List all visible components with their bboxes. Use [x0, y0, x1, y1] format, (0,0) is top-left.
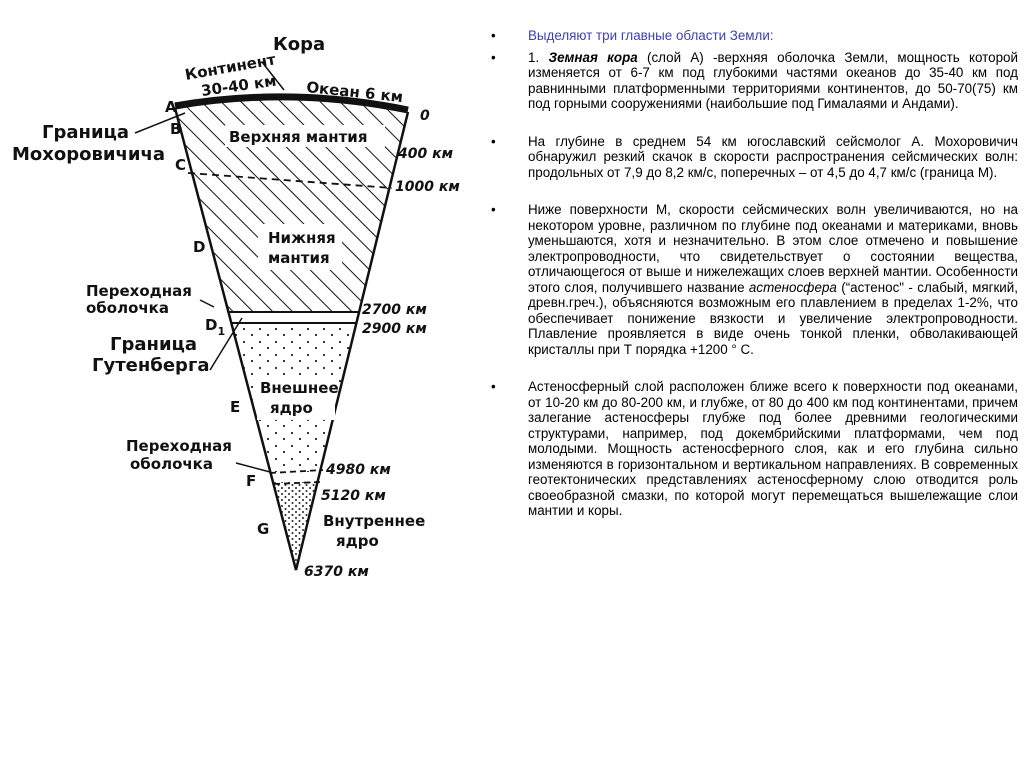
- letter-g: G: [257, 520, 269, 538]
- gutenberg-label-line2: Гутенберга: [92, 355, 210, 376]
- lower-mantle-label-line1: Нижняя: [268, 229, 336, 247]
- bullet-mohorovicic: • На глубине в среднем 54 км югославский…: [478, 134, 1018, 181]
- bullet-asthenosphere-layer: • Астеносферный слой расположен ближе вс…: [478, 379, 1018, 519]
- asthenosphere-text-part2: (“астенос" - слабый, мягкий, древн.греч.…: [528, 279, 1018, 357]
- earth-structure-diagram: Кора Континент 30-40 км Океан 6 км A B C…: [12, 34, 460, 580]
- upper-mantle-label-bg: [225, 125, 385, 147]
- depth-2700: 2700 км: [362, 302, 427, 318]
- transition-shell-1-line2: оболочка: [86, 299, 169, 317]
- crust-leader-line: [261, 61, 285, 91]
- mohorovicic-text: На глубине в среднем 54 км югославский с…: [528, 133, 1018, 180]
- inner-core-label-line1: Внутреннее: [323, 512, 425, 530]
- moho-leader-line: [134, 112, 186, 134]
- depth-6370: 6370 км: [304, 564, 369, 580]
- crust-term: Земная кора: [548, 49, 638, 65]
- crust-label: Кора: [273, 34, 325, 55]
- bullet-crust: • 1. Земная кора (слой А) -верхняя оболо…: [478, 50, 1018, 112]
- bullet-marker: •: [491, 49, 496, 65]
- moho-label-line2: Мохоровичича: [12, 144, 165, 165]
- text-panel: • Выделяют три главные области Земли: • …: [478, 28, 1018, 541]
- depth-400: 400 км: [397, 146, 453, 162]
- outer-core-label-bg: [257, 376, 335, 420]
- letter-e: E: [230, 398, 240, 416]
- letter-c: C: [175, 156, 186, 174]
- transition-shell-band: [175, 312, 408, 323]
- depth-5120: 5120 км: [321, 488, 386, 504]
- asthenosphere-text-part1: Ниже поверхности М, скорости сейсмически…: [528, 202, 1018, 295]
- crust-arc: [174, 93, 409, 114]
- letter-d1: D1: [205, 316, 225, 338]
- lower-mantle-label-bg: [258, 224, 342, 270]
- transition-shell-1-line1: Переходная: [86, 282, 192, 300]
- depth-2900: 2900 км: [362, 321, 427, 337]
- depth-1000: 1000 км: [395, 179, 460, 195]
- letter-b: B: [170, 120, 181, 138]
- wedge-outline: [173, 107, 410, 571]
- transition-2-leader-line: [235, 462, 271, 473]
- gutenberg-label-line1: Граница: [110, 334, 197, 355]
- asthenosphere-term: астеносфера: [748, 279, 837, 295]
- crust-prefix: 1.: [528, 49, 549, 65]
- bullet-marker: •: [491, 379, 496, 394]
- transition-shell-2-line1: Переходная: [126, 437, 232, 455]
- bullet-marker: •: [491, 133, 496, 149]
- boundary-4980km: [269, 469, 324, 474]
- outer-core-label-line1: Внешнее: [260, 379, 339, 397]
- bullet-intro: • Выделяют три главные области Земли:: [478, 28, 1018, 44]
- transition-1-leader-line: [199, 299, 215, 308]
- boundary-1000km: [187, 172, 393, 189]
- inner-core-label-line2: ядро: [336, 532, 379, 550]
- letter-f: F: [246, 472, 256, 490]
- letter-a: A: [165, 98, 177, 116]
- asthenosphere-layer-text: Астеносферный слой расположен ближе всег…: [528, 379, 1018, 518]
- moho-label-line1: Граница: [42, 122, 129, 143]
- letter-d: D: [193, 238, 205, 256]
- outer-core-label-line2: ядро: [270, 399, 313, 417]
- boundary-5120km: [273, 481, 321, 485]
- transition-shell-2-line2: оболочка: [130, 455, 213, 473]
- bullet-asthenosphere: • Ниже поверхности М, скорости сейсмичес…: [478, 202, 1018, 357]
- bullet-marker: •: [491, 202, 496, 217]
- crust-description: (слой А) -верхняя оболочка Земли, мощнос…: [528, 49, 1018, 112]
- gutenberg-leader-line: [209, 317, 243, 371]
- intro-text: Выделяют три главные области Земли:: [528, 28, 774, 43]
- depth-0: 0: [420, 108, 430, 124]
- upper-mantle-label: Верхняя мантия: [229, 128, 367, 146]
- depth-4980: 4980 км: [325, 462, 391, 478]
- lower-mantle-label-line2: мантия: [268, 249, 330, 267]
- bullet-marker: •: [491, 28, 496, 43]
